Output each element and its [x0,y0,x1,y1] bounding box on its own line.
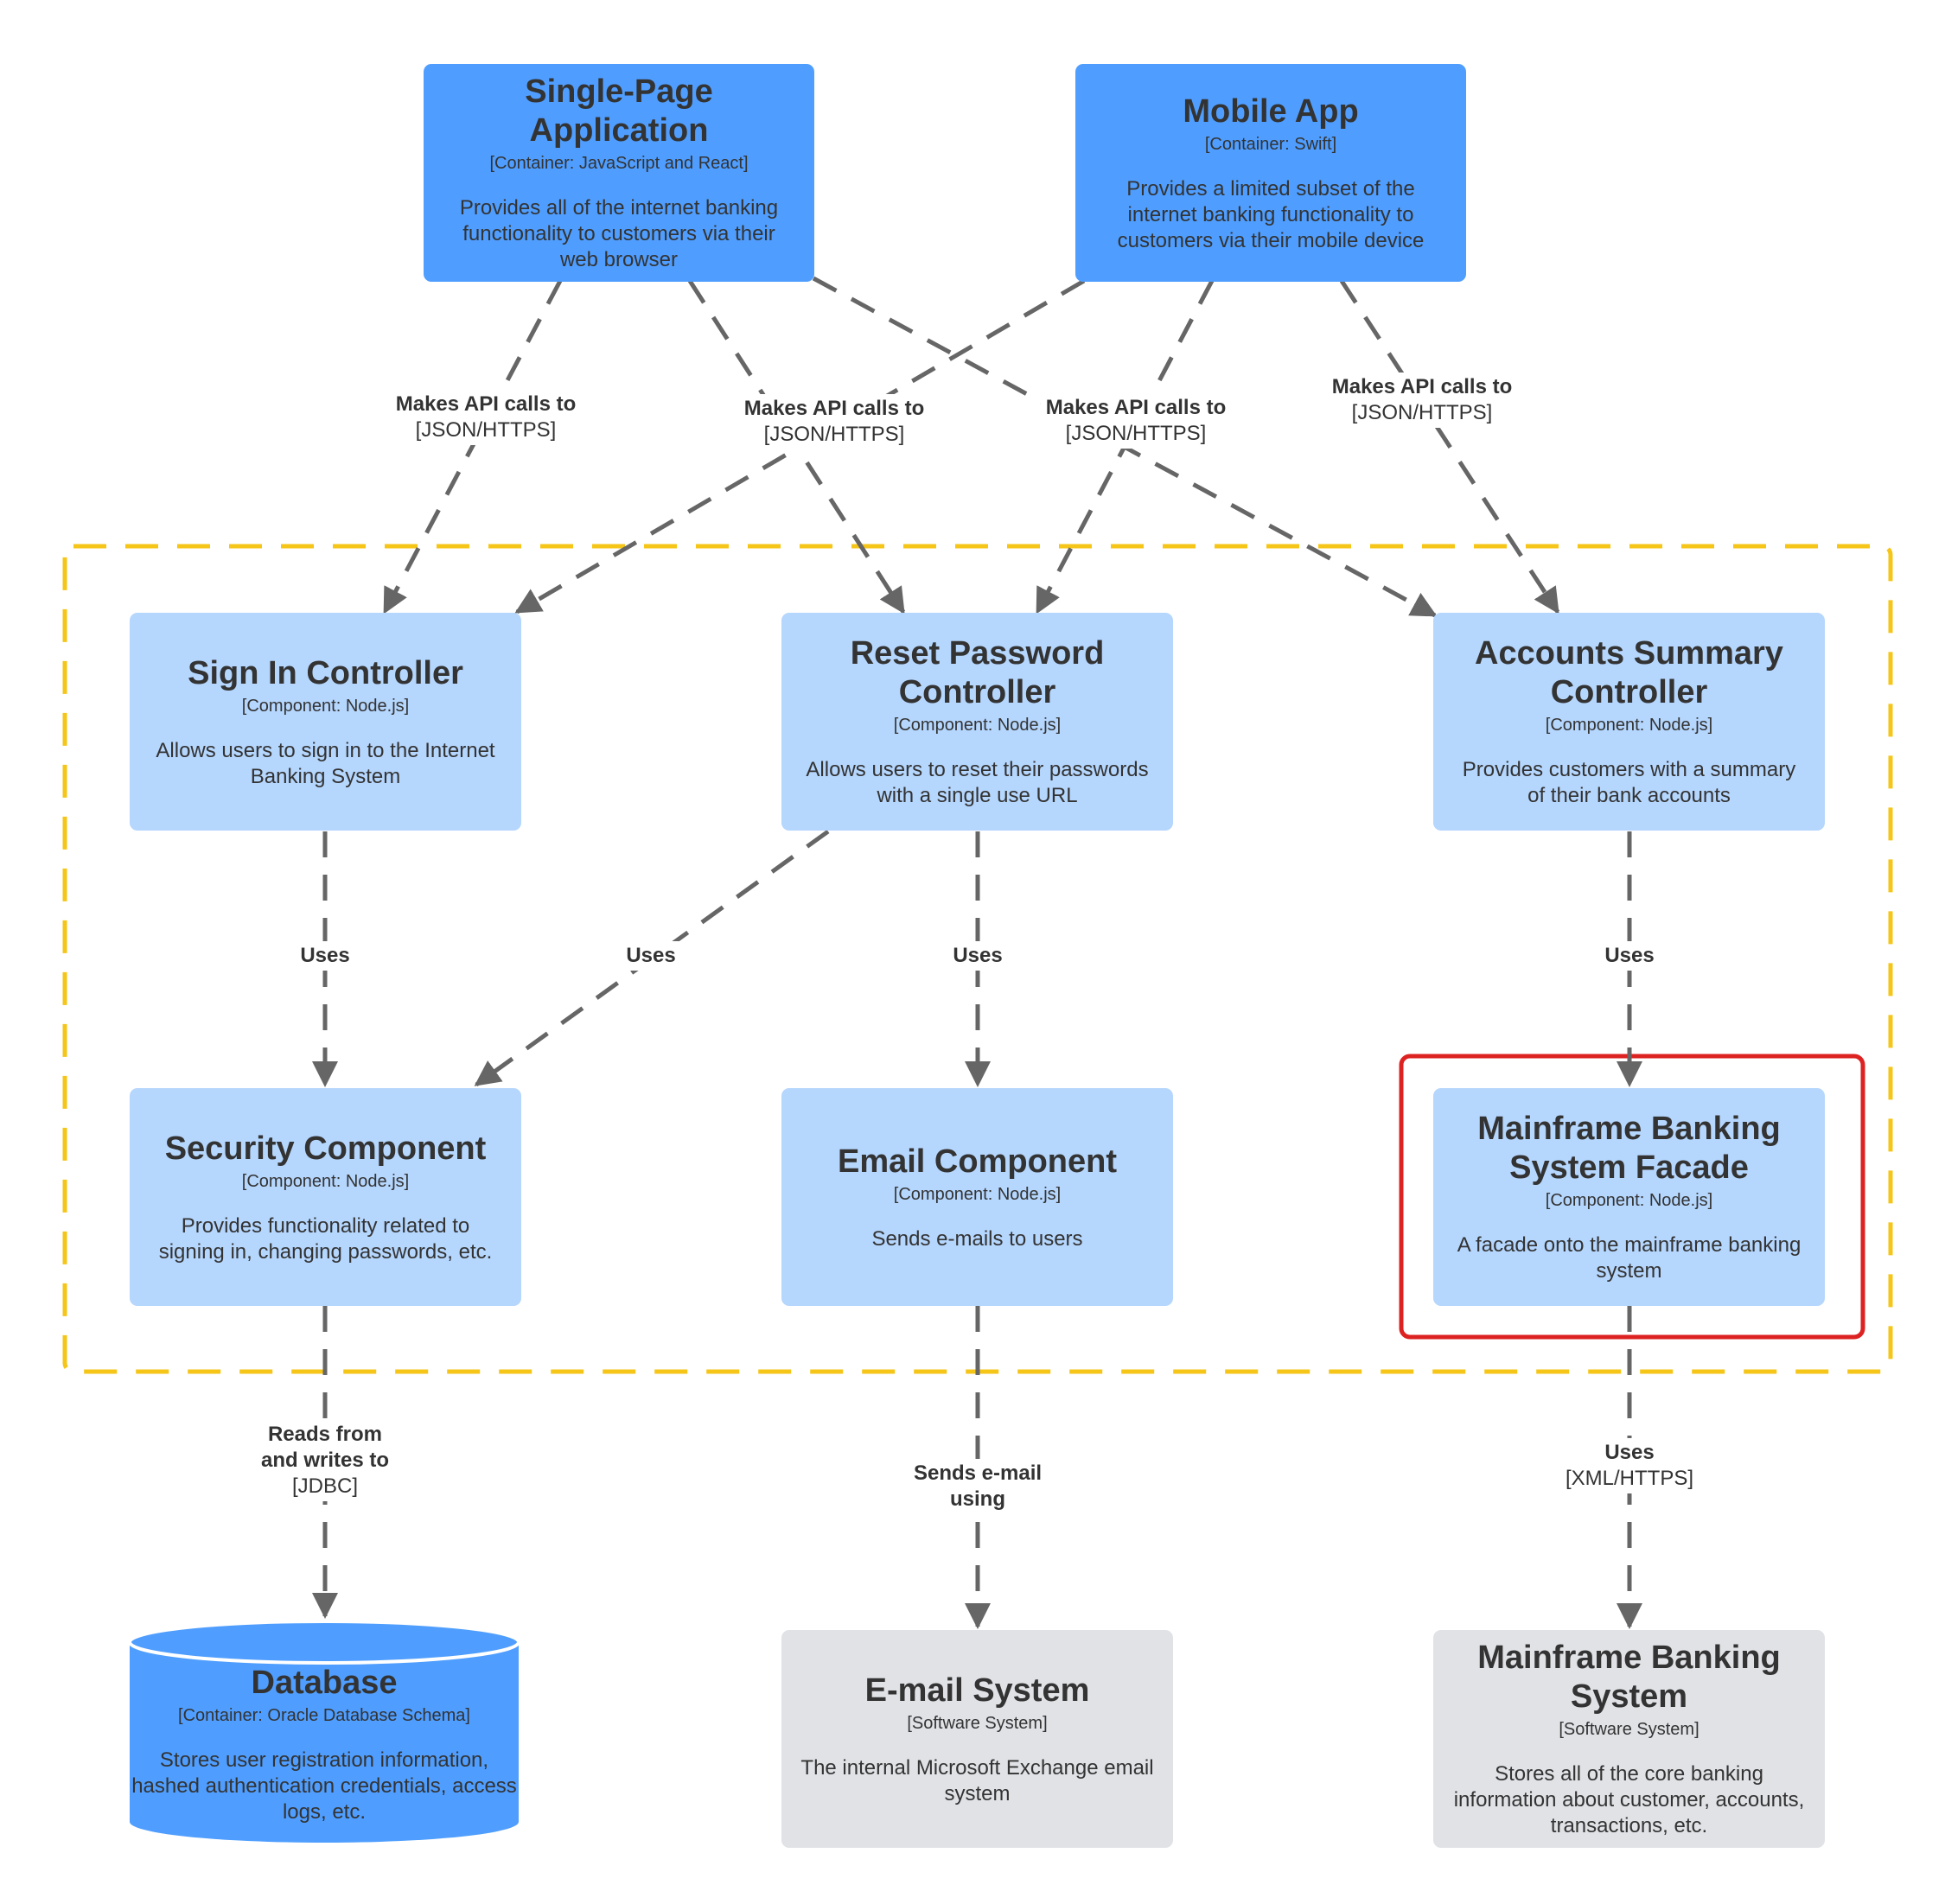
node-mainframe-banking-system-facade[interactable]: Mainframe Banking System Facade [Compone… [1433,1088,1825,1306]
node-mobile-app[interactable]: Mobile App [Container: Swift] Provides a… [1075,64,1466,282]
edge-label-reset-security: Uses [621,941,681,971]
node-tech: [Container: JavaScript and React] [489,154,749,173]
node-tech: [Component: Node.js] [1545,1191,1713,1210]
edge-label-tech: [JDBC] [291,1474,358,1498]
node-title: Mainframe Banking System [1477,1640,1781,1715]
edge-label-text: Uses [953,944,1003,967]
edge-label-reset-email: Uses [947,941,1008,971]
node-desc: Provides a limited subset of the interne… [1117,176,1425,252]
node-desc: A facade onto the mainframe banking syst… [1457,1233,1802,1283]
node-title: Reset Password Controller [850,635,1105,710]
node-title: Database [251,1665,398,1701]
node-tech: [Component: Node.js] [241,696,410,716]
database-cylinder [128,1620,520,1843]
edge-label-email-emailsys: Sends e-mail using [899,1459,1056,1514]
edge-label-security-db: Reads from and writes to [JDBC] [246,1420,404,1501]
edge-label-tech: [JSON/HTTPS] [763,423,905,446]
node-desc: Sends e-mails to users [871,1226,1083,1251]
edge-label-facade-mainframe: Uses [XML/HTTPS] [1559,1438,1699,1493]
node-desc: Allows users to reset their passwords wi… [806,758,1149,807]
edge-label-tech: [JSON/HTTPS] [1351,401,1493,424]
node-title: Security Component [164,1130,487,1167]
edge-label-signin-security: Uses [295,941,355,971]
edge-label-tech: [XML/HTTPS] [1565,1467,1694,1490]
node-tech: [Component: Node.js] [893,1184,1062,1204]
edge-label-text: Makes API calls to [1331,375,1513,398]
node-title: E-mail System [864,1672,1090,1709]
edge-label-text: Sends e-mail using [913,1461,1043,1511]
node-database[interactable]: Database [Container: Oracle Database Sch… [130,1664,519,1825]
node-title: Single-Page Application [525,73,713,149]
node-mainframe-banking-system[interactable]: Mainframe Banking System [Software Syste… [1433,1630,1825,1848]
node-single-page-application[interactable]: Single-Page Application [Container: Java… [424,64,814,282]
edge-label-tech: [JSON/HTTPS] [415,418,557,442]
node-title: Accounts Summary Controller [1475,635,1783,710]
edge-label-text: Makes API calls to [395,392,577,416]
node-desc: Provides all of the internet banking fun… [459,196,779,271]
node-accounts-summary-controller[interactable]: Accounts Summary Controller [Component: … [1433,613,1825,831]
node-tech: [Software System] [1559,1720,1699,1739]
node-title: Mainframe Banking System Facade [1477,1111,1781,1186]
edge-label-spa-signin: Makes API calls to [JSON/HTTPS] [390,390,582,445]
edge-label-text: Uses [300,944,350,967]
edge-label-text: Makes API calls to [1045,396,1227,419]
node-sign-in-controller[interactable]: Sign In Controller [Component: Node.js] … [130,613,521,831]
node-tech: [Container: Oracle Database Schema] [178,1706,470,1725]
edge-mobile-accounts [1339,279,1560,615]
node-desc: The internal Microsoft Exchange email sy… [800,1755,1154,1805]
edge-label-text: Makes API calls to [743,397,925,420]
edge-spa-signin [382,279,563,615]
node-tech: [Component: Node.js] [893,716,1062,735]
node-title: Mobile App [1183,92,1359,130]
node-tech: [Component: Node.js] [241,1171,410,1191]
node-desc: Provides customers with a summary of the… [1462,758,1796,807]
node-title: Email Component [837,1143,1118,1180]
node-desc: Allows users to sign in to the Internet … [156,738,495,788]
edge-label-accounts-facade: Uses [1599,941,1660,971]
edge-label-mobile-reset: Makes API calls to [JSON/HTTPS] [1040,393,1232,449]
edge-label-text: Uses [1604,944,1655,967]
node-email-system[interactable]: E-mail System [Software System] The inte… [781,1630,1173,1848]
node-email-component[interactable]: Email Component [Component: Node.js] Sen… [781,1088,1173,1306]
node-tech: [Container: Swift] [1204,134,1337,154]
node-security-component[interactable]: Security Component [Component: Node.js] … [130,1088,521,1306]
edge-label-mobile-accounts: Makes API calls to [JSON/HTTPS] [1326,373,1518,428]
selection-highlight [1399,1054,1865,1340]
node-desc: Stores user registration information, ha… [131,1748,517,1824]
node-title: Sign In Controller [188,654,463,691]
node-desc: Stores all of the core banking informati… [1453,1762,1805,1837]
edge-label-text: Uses [626,944,676,967]
node-tech: [Software System] [907,1713,1048,1733]
node-reset-password-controller[interactable]: Reset Password Controller [Component: No… [781,613,1173,831]
edge-label-text: Uses [1604,1441,1655,1464]
node-tech: [Component: Node.js] [1545,716,1713,735]
edge-label-text: Reads from and writes to [260,1423,390,1472]
edge-label-tech: [JSON/HTTPS] [1065,422,1207,445]
node-desc: Provides functionality related to signin… [158,1213,493,1264]
edge-label-mobile-signin: Makes API calls to [JSON/HTTPS] [738,394,930,449]
